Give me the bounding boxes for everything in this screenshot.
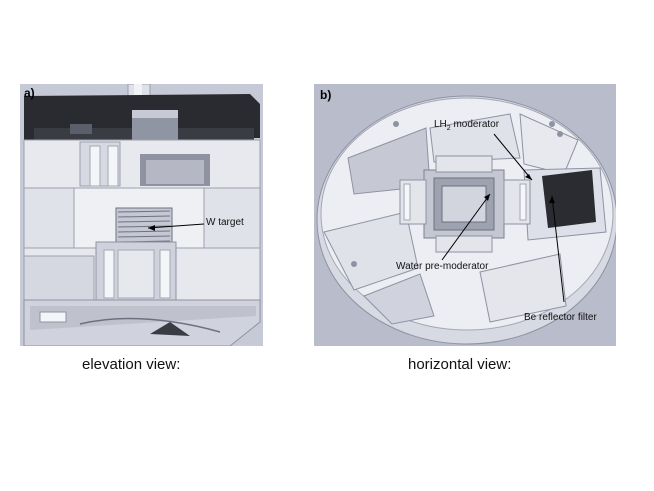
lh2-prefix: LH — [434, 119, 447, 130]
horizontal-view-caption: horizontal view: — [408, 356, 512, 373]
horizontal-view-illustration — [314, 84, 616, 346]
panel-b-letter: b) — [320, 88, 332, 102]
lh2-suffix: moderator — [450, 119, 500, 130]
lh2-subscript: 2 — [446, 125, 451, 132]
lh2-moderator-label: LH2 moderator — [434, 119, 499, 132]
elevation-view-caption: elevation view: — [82, 356, 181, 373]
elevation-view-illustration — [20, 84, 263, 346]
panel-a-letter: a) — [24, 86, 35, 100]
be-reflector-filter-label: Be reflector filter — [524, 312, 597, 323]
elevation-view-panel: a) W target — [20, 84, 263, 346]
water-premoderator-label: Water pre-moderator — [396, 261, 489, 272]
w-target-label: W target — [206, 217, 244, 228]
horizontal-view-panel: b) LH2 moderator Water pre-moderator Be … — [314, 84, 616, 346]
